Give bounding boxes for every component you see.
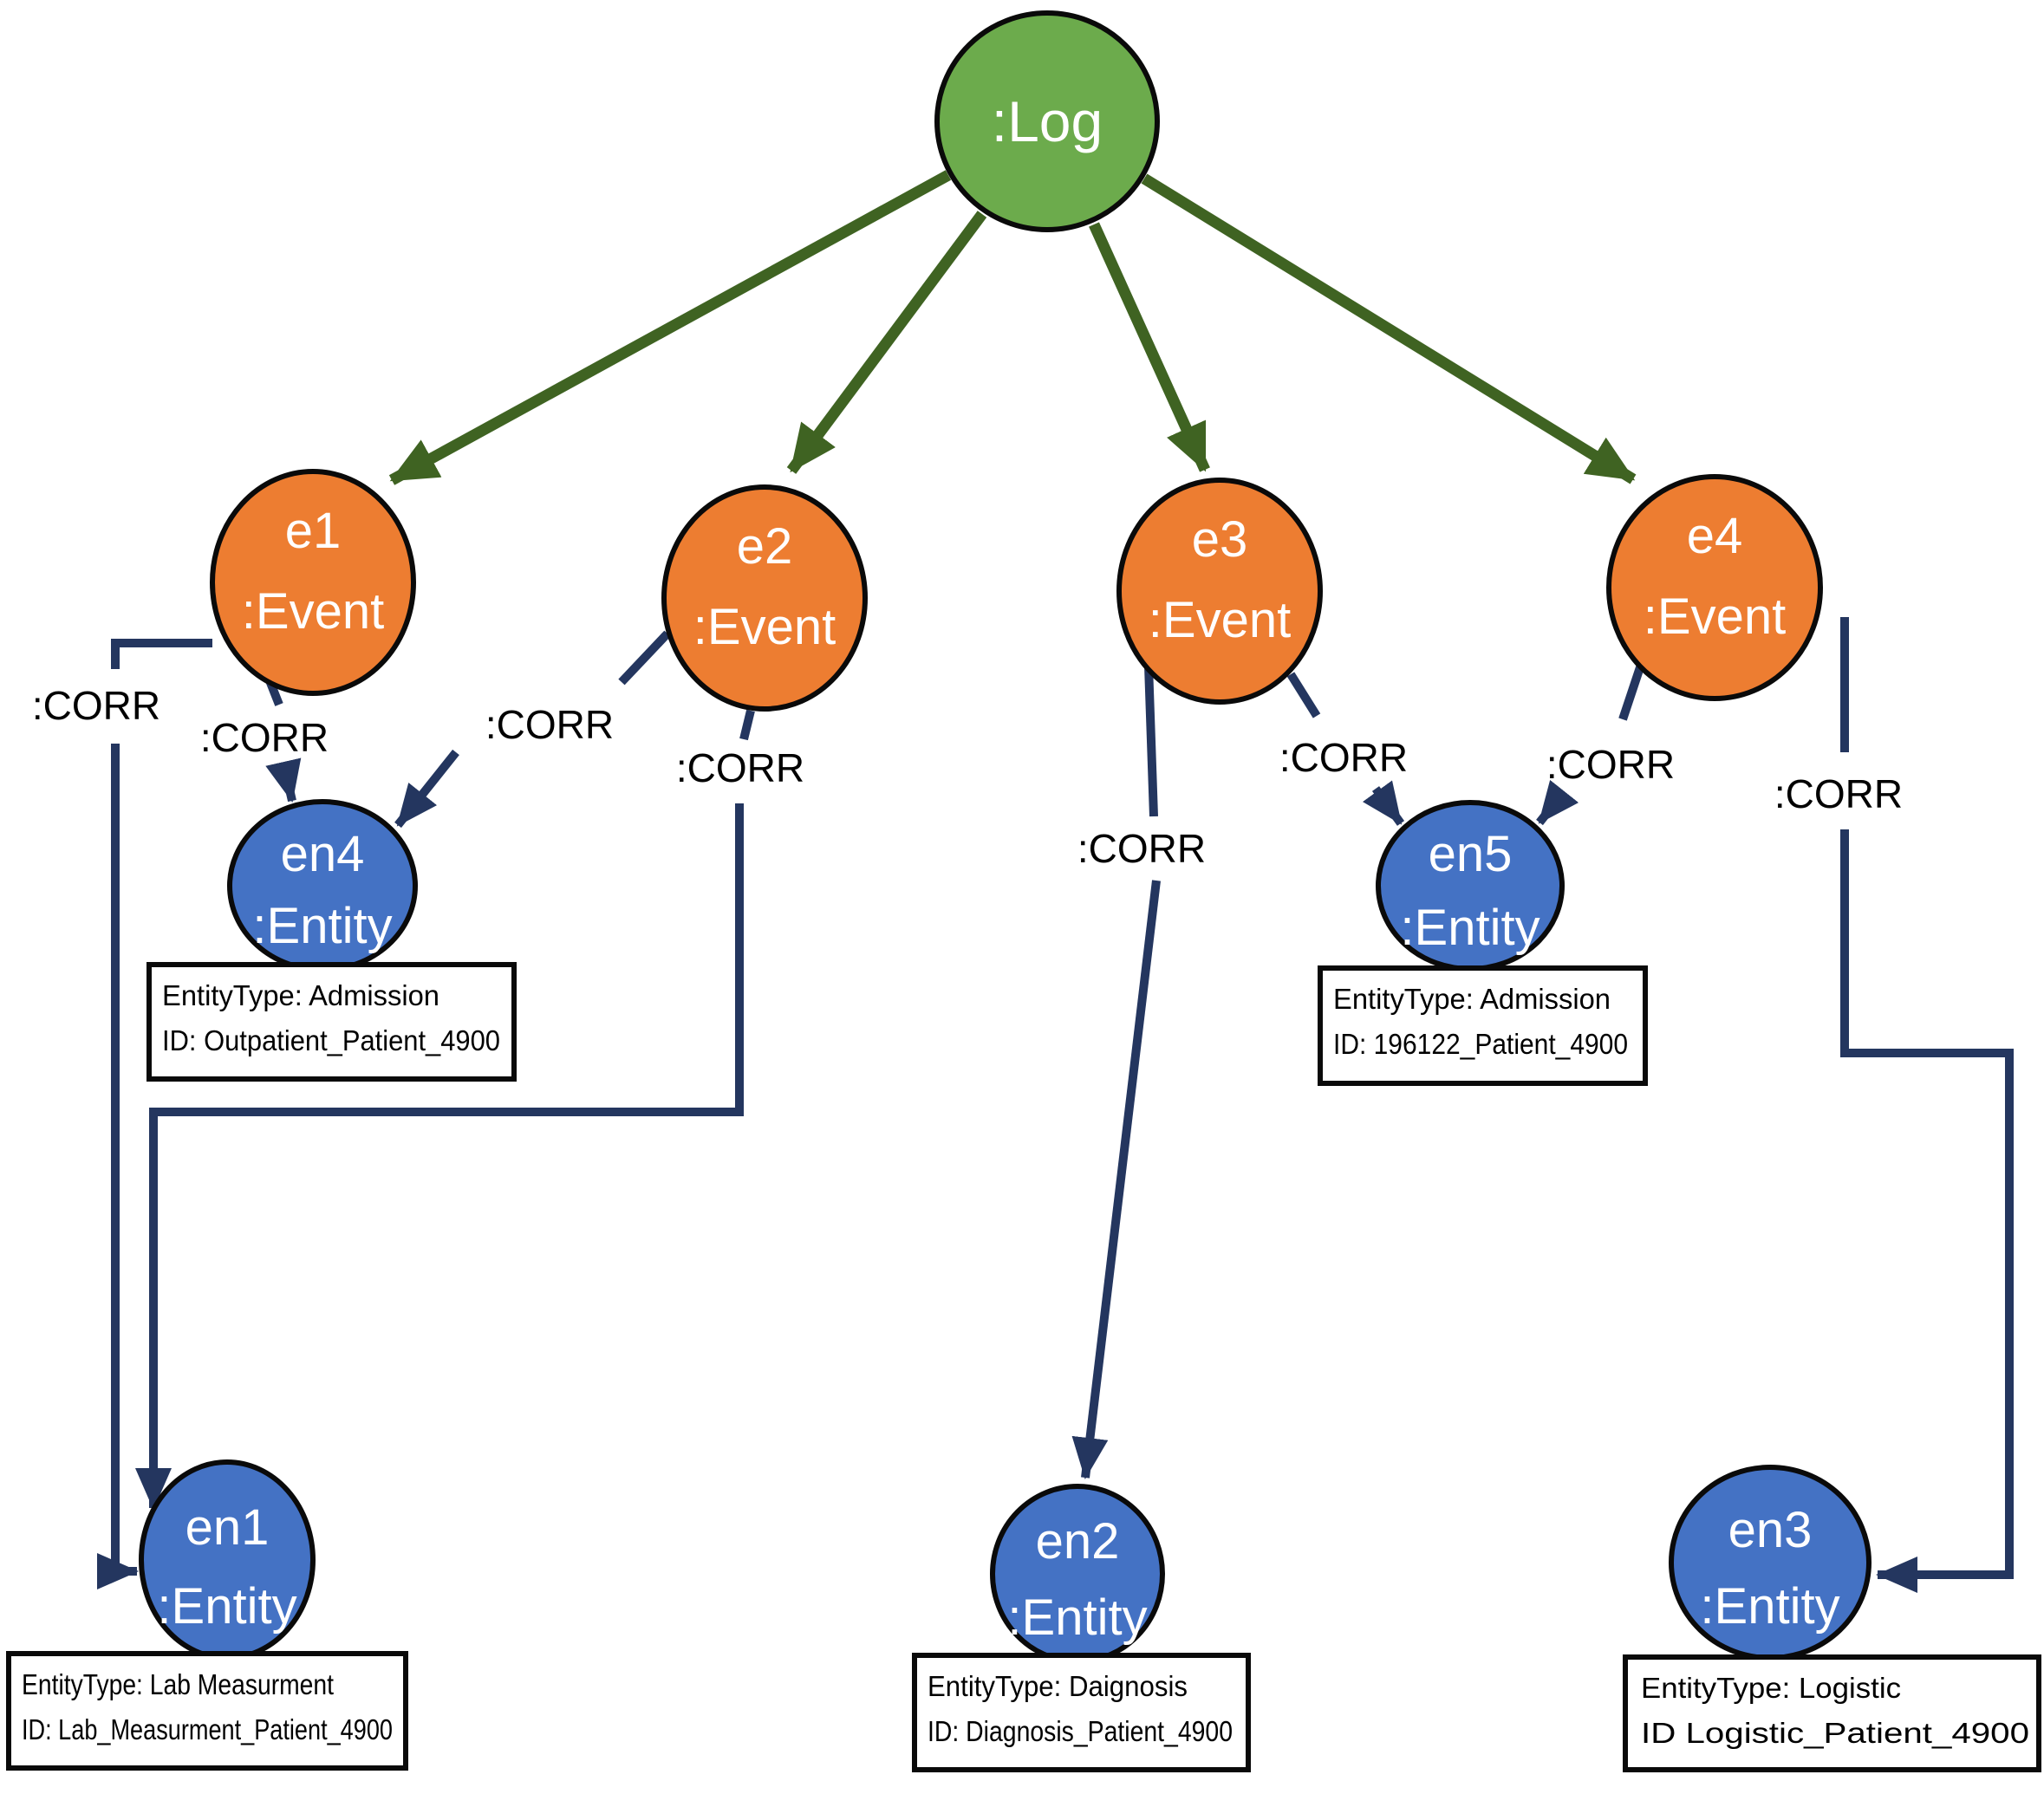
property-box-en3 [1623, 1654, 2041, 1772]
corr-label-e3-en5: :CORR [1279, 735, 1408, 780]
node-en5-type: :Entity [1400, 900, 1540, 956]
node-e1-name: e1 [285, 503, 342, 559]
property-en1-line1: EntityType: Lab Measurment [22, 1668, 334, 1700]
node-en3-type: :Entity [1700, 1578, 1839, 1635]
node-en5-name: en5 [1429, 826, 1513, 882]
property-en4-line2: ID: Outpatient_Patient_4900 [162, 1024, 500, 1056]
edge-e1-en4-arrow [265, 757, 302, 803]
property-box-en4 [146, 962, 517, 1082]
node-e2-type: :Event [693, 599, 836, 655]
edge-e4-en5-segment [1618, 660, 1646, 721]
edge-e3-en5-segment [1286, 672, 1321, 718]
corr-label-e1-en1: :CORR [32, 683, 160, 728]
node-e2-name: e2 [737, 518, 793, 575]
corr-label-e4-en5: :CORR [1546, 742, 1675, 787]
edge-e2-en1-arrow [134, 803, 744, 1511]
node-e1 [210, 469, 416, 696]
node-en4-type: :Entity [252, 898, 392, 954]
corr-label-e3-en2: :CORR [1077, 826, 1206, 871]
corr-label-e1-en4: :CORR [200, 715, 329, 760]
node-log [934, 10, 1160, 232]
node-en1-name: en1 [186, 1499, 270, 1556]
edge-e2-en1-segment [739, 709, 755, 741]
node-e4-type: :Event [1644, 588, 1786, 645]
edge-log-e3-arrow [1089, 222, 1210, 472]
edge-e3-en2-arrow [1071, 880, 1161, 1479]
edge-log-e2-arrow [786, 211, 987, 474]
property-en5-line1: EntityType: Admission [1333, 983, 1611, 1015]
node-en2-name: en2 [1036, 1513, 1120, 1570]
edge-e3-en5-arrow [1362, 780, 1405, 826]
property-en1-line2: ID: Lab_Measurment_Patient_4900 [22, 1713, 393, 1745]
property-en2-line1: EntityType: Daignosis [928, 1670, 1188, 1702]
node-en1-type: :Entity [157, 1578, 296, 1635]
node-e3 [1116, 478, 1323, 705]
node-e3-type: :Event [1149, 592, 1291, 648]
corr-label-e2-en4: :CORR [485, 702, 614, 747]
property-box-en5 [1318, 965, 1648, 1086]
property-box-en1 [6, 1651, 408, 1771]
corr-label-e2-en1: :CORR [676, 745, 804, 790]
node-e4 [1606, 474, 1823, 701]
node-en3-name: en3 [1728, 1502, 1813, 1558]
property-en4-line1: EntityType: Admission [162, 979, 439, 1011]
node-e1-type: :Event [242, 583, 384, 640]
edge-e2-en4-segment [618, 630, 671, 686]
node-log-label: :Log [992, 89, 1103, 153]
node-en2-type: :Entity [1007, 1589, 1147, 1646]
edge-e4-en5-arrow [1536, 779, 1579, 826]
property-box-en2 [912, 1653, 1251, 1772]
edge-e1-en1-arrow [97, 744, 140, 1590]
node-e3-name: e3 [1192, 511, 1248, 568]
property-en3-line1: EntityType: Logistic [1641, 1672, 1901, 1704]
edge-e2-en4-arrow [394, 749, 459, 829]
corr-label-e4-en3: :CORR [1774, 771, 1903, 816]
property-en5-line2: ID: 196122_Patient_4900 [1333, 1028, 1628, 1060]
property-en2-line2: ID: Diagnosis_Patient_4900 [928, 1715, 1233, 1747]
edge-log-e1-arrow [388, 170, 952, 485]
edge-e4-en3-arrow [1840, 829, 2014, 1593]
edge-log-e4-arrow [1141, 173, 1637, 484]
edge-e3-en2-segment [1144, 665, 1158, 817]
node-e4-name: e4 [1687, 508, 1743, 564]
edge-e1-en1-segment [111, 639, 212, 669]
property-en3-line2: ID Logistic_Patient_4900 [1641, 1717, 2029, 1749]
node-en4-name: en4 [281, 826, 365, 882]
node-e2 [661, 484, 868, 712]
